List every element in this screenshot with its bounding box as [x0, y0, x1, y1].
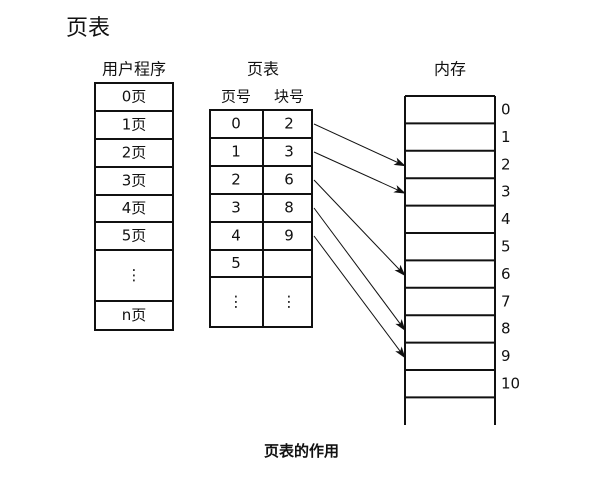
mapping-arrow-2-to-6	[313, 179, 406, 277]
mapping-arrow-3-to-8	[313, 207, 406, 332]
memory-heading: 内存	[434, 60, 466, 79]
page-title: 页表	[66, 16, 111, 41]
user-page-0: 0页	[122, 88, 147, 106]
user-page-3: 3页	[122, 172, 147, 190]
block-number-6: ⋮	[282, 293, 297, 311]
memory-block-label-8: 8	[501, 320, 511, 338]
block-number-1: 3	[284, 143, 294, 161]
memory-block-label-6: 6	[501, 265, 511, 283]
mapping-arrow-4-to-9	[313, 235, 406, 359]
block-number-3: 8	[284, 199, 294, 217]
user-page-4: 4页	[122, 199, 147, 217]
memory-block-label-2: 2	[501, 155, 511, 173]
page-number-4: 4	[231, 227, 241, 245]
page-number-2: 2	[231, 171, 241, 189]
page-number-6: ⋮	[229, 293, 244, 311]
block-number-2: 6	[284, 171, 294, 189]
memory-block-label-4: 4	[501, 210, 511, 228]
block-number-0: 2	[284, 115, 294, 133]
page-table-box	[209, 109, 313, 328]
user-program-heading: 用户程序	[102, 60, 166, 79]
memory-block-label-9: 9	[501, 347, 511, 365]
memory-block-label-1: 1	[501, 128, 511, 146]
user-page-6: ⋮	[127, 266, 142, 284]
user-program-box	[94, 82, 174, 331]
user-page-7: n页	[122, 306, 147, 324]
page-number-3: 3	[231, 199, 241, 217]
page-number-5: 5	[231, 254, 241, 272]
memory-block-label-3: 3	[501, 183, 511, 201]
memory-block-label-0: 0	[501, 101, 511, 119]
page-number-0: 0	[231, 115, 241, 133]
figure-caption: 页表的作用	[263, 442, 339, 460]
user-page-5: 5页	[122, 227, 147, 245]
mapping-arrow-0-to-2	[313, 123, 406, 167]
column-header-block-number: 块号	[274, 88, 304, 106]
memory-block-label-5: 5	[501, 238, 511, 256]
page-table-heading: 页表	[247, 60, 279, 79]
page-number-1: 1	[231, 143, 241, 161]
user-page-1: 1页	[122, 116, 147, 134]
memory-block-label-7: 7	[501, 292, 511, 310]
user-page-2: 2页	[122, 144, 147, 162]
block-number-4: 9	[284, 227, 294, 245]
column-header-page-number: 页号	[221, 88, 251, 106]
mapping-arrow-1-to-3	[313, 151, 406, 194]
memory-block-label-10: 10	[501, 375, 520, 393]
